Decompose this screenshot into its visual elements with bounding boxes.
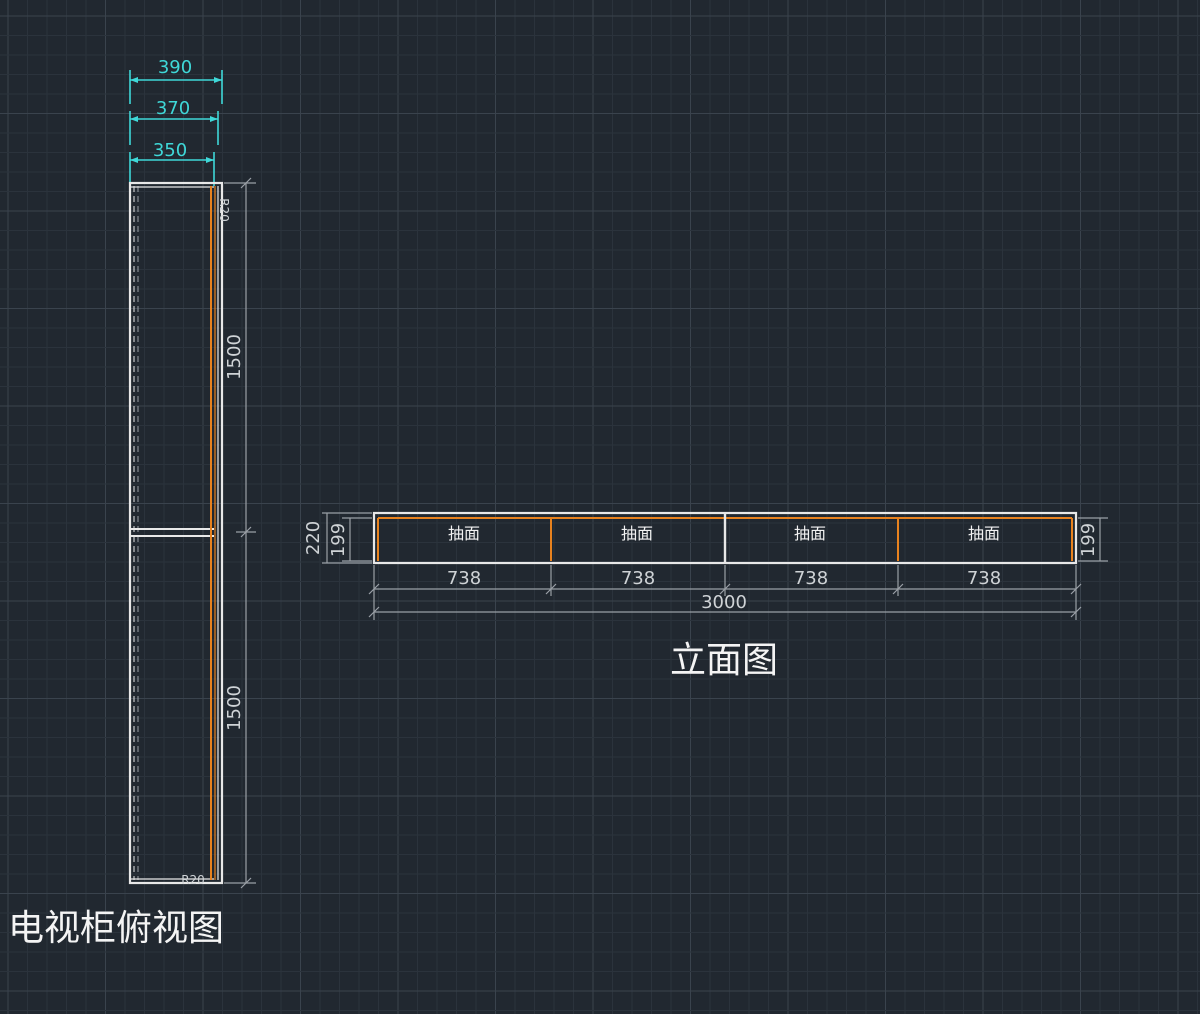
drawer-2-width-label: 738 [621, 568, 655, 589]
drawer-3-width-label: 738 [794, 568, 828, 589]
radius-top-label: R20 [217, 198, 231, 222]
dim-370-label: 370 [156, 98, 190, 119]
dim-1500-upper-label: 1500 [224, 334, 245, 380]
drawer-1-width-label: 738 [447, 568, 481, 589]
radius-bottom-label: R20 [181, 873, 205, 887]
top-view-cabinet-outline [128, 181, 224, 885]
top-view-height-dimensions [224, 177, 256, 889]
height-199-left-label: 199 [328, 523, 349, 557]
elevation-title: 立面图 [670, 640, 778, 681]
drawer-3-label: 抽面 [794, 524, 826, 543]
top-view-title: 电视柜俯视图 [8, 908, 224, 949]
total-width-label: 3000 [701, 592, 747, 613]
height-220-label: 220 [303, 521, 324, 555]
drawer-4-label: 抽面 [968, 524, 1000, 543]
drawer-4-width-label: 738 [967, 568, 1001, 589]
dim-390-label: 390 [158, 57, 192, 78]
elevation-height-dimensions [322, 512, 1108, 564]
elevation-view: 抽面 抽面 抽面 抽面 738 738 738 738 3000 [303, 511, 1108, 681]
height-199-right-label: 199 [1078, 523, 1099, 557]
dim-1500-lower-label: 1500 [224, 685, 245, 731]
top-view: 390 370 350 R20 R20 [8, 57, 256, 949]
top-view-width-dimensions [129, 70, 223, 186]
drawer-1-label: 抽面 [448, 524, 480, 543]
elevation-cabinet-outline [372, 511, 1078, 565]
drawer-2-label: 抽面 [621, 524, 653, 543]
elevation-width-dimensions [368, 565, 1082, 620]
dim-350-label: 350 [153, 140, 187, 161]
